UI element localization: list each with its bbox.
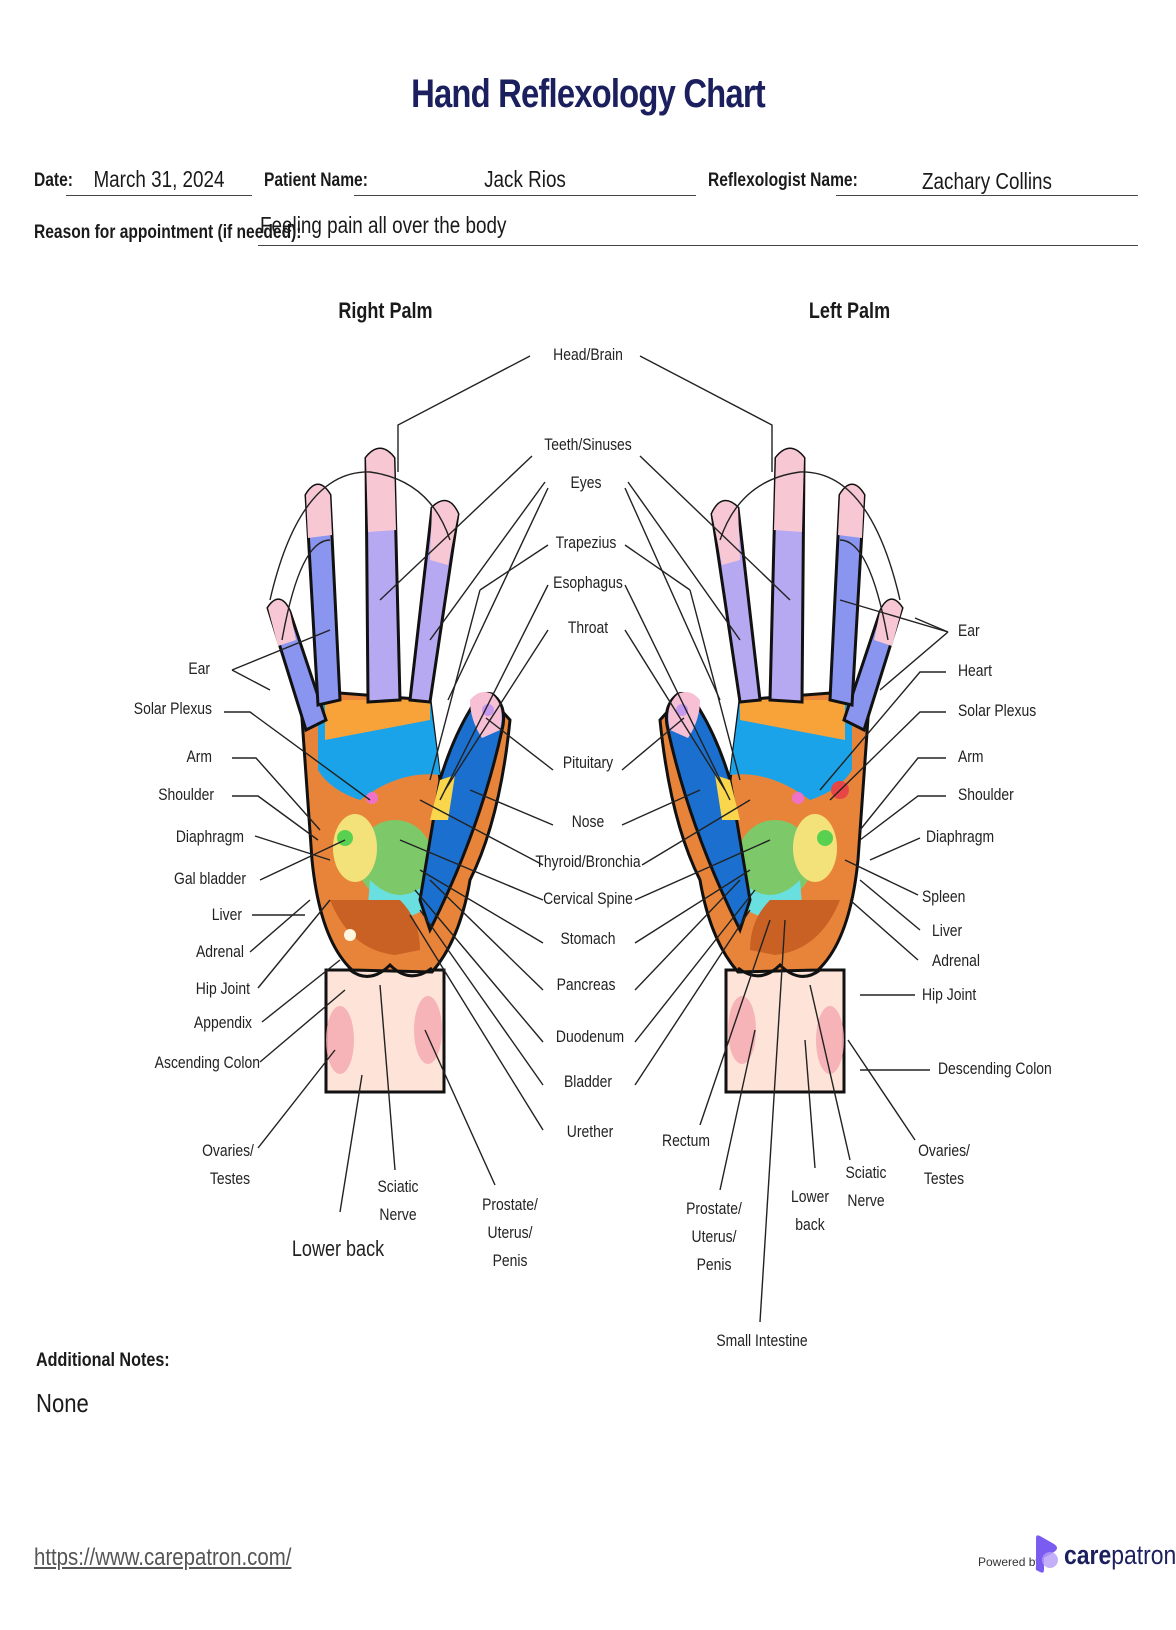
left-hand-illustration [658,447,904,1094]
date-value[interactable]: March 31, 2024 [93,166,225,192]
label-right-nerve: Nerve [379,1206,416,1225]
label-left-ear: Ear [958,622,980,641]
patient-name-label: Patient Name: [264,170,368,191]
label-left-shoulder: Shoulder [958,786,1014,805]
date-underline [66,195,252,196]
carepatron-link[interactable]: https://www.carepatron.com/ [34,1544,292,1571]
reflexologist-name-underline [836,195,1138,196]
brand-patron: patron [1111,1540,1176,1570]
label-eyes: Eyes [571,474,602,493]
label-left-penis: Penis [697,1256,732,1275]
label-left-spleen: Spleen [922,888,965,907]
label-teeth-sinuses: Teeth/Sinuses [544,436,632,455]
carepatron-logo-text: carepatron [1064,1540,1176,1571]
label-left-testes: Testes [924,1170,964,1189]
label-urether: Urether [567,1123,613,1142]
reason-underline [258,245,1138,246]
label-thyroid-bronchia: Thyroid/Bronchia [535,853,641,872]
label-left-back: back [795,1216,825,1235]
label-right-diaphragm: Diaphragm [176,828,244,847]
label-left-rectum: Rectum [662,1132,710,1151]
label-right-liver: Liver [212,906,242,925]
label-right-prostate: Prostate/ [482,1196,538,1215]
left-palm-bottom-labels: Rectum Ovaries/ Testes Sciatic Nerve Low… [662,1132,971,1351]
label-esophagus: Esophagus [553,574,623,593]
label-right-hip-joint: Hip Joint [196,980,251,999]
label-right-penis: Penis [493,1252,528,1271]
label-left-liver: Liver [932,922,962,941]
label-left-sciatic: Sciatic [845,1164,886,1183]
right-palm-bottom-labels: Ovaries/ Testes Sciatic Nerve Lower back… [202,1142,538,1271]
label-right-gall-bladder: Gal bladder [174,870,246,889]
label-right-shoulder: Shoulder [158,786,214,805]
label-left-ovaries: Ovaries/ [918,1142,970,1161]
right-palm-labels: Ear Solar Plexus Arm Shoulder Diaphragm … [134,660,260,1073]
reason-value[interactable]: Feeling pain all over the body [260,212,507,238]
page-title: Hand Reflexology Chart [411,72,766,116]
reflexologist-name-label: Reflexologist Name: [708,170,858,191]
leader-lines [224,355,949,1323]
label-left-arm: Arm [958,748,984,767]
label-right-appendix: Appendix [194,1014,252,1033]
right-hand-illustration [266,447,512,1094]
label-throat: Throat [568,619,609,638]
label-right-sciatic: Sciatic [377,1178,418,1197]
label-right-testes: Testes [210,1170,250,1189]
patient-name-value[interactable]: Jack Rios [484,166,566,192]
brand-care: care [1064,1540,1112,1570]
label-left-lower: Lower [791,1188,829,1207]
label-head-brain: Head/Brain [553,346,623,365]
label-left-solar-plexus: Solar Plexus [958,702,1036,721]
label-left-descending-colon: Descending Colon [938,1060,1052,1079]
additional-notes-value[interactable]: None [36,1388,89,1418]
label-pituitary: Pituitary [563,754,614,773]
label-left-adrenal: Adrenal [932,952,980,971]
label-left-diaphragm: Diaphragm [926,828,994,847]
label-right-ascending-colon: Ascending Colon [155,1054,260,1073]
label-stomach: Stomach [561,930,616,949]
label-right-ovaries: Ovaries/ [202,1142,254,1161]
carepatron-logo-icon [1036,1535,1058,1573]
date-label: Date: [34,170,73,191]
label-trapezius: Trapezius [556,534,617,553]
left-palm-labels: Ear Heart Solar Plexus Arm Shoulder Diap… [922,622,1052,1079]
label-left-hip-joint: Hip Joint [922,986,977,1005]
label-right-lower-back: Lower back [292,1237,385,1261]
label-left-heart: Heart [958,662,993,681]
left-palm-title: Left Palm [808,298,891,323]
label-pancreas: Pancreas [557,976,616,995]
patient-name-underline [354,195,696,196]
label-left-nerve: Nerve [847,1192,884,1211]
label-right-uterus: Uterus/ [488,1224,534,1243]
label-cervical-spine: Cervical Spine [543,890,633,909]
additional-notes-label: Additional Notes: [36,1350,170,1371]
right-palm-title: Right Palm [338,298,433,323]
powered-by-text: Powered by [978,1555,1042,1569]
label-right-ear: Ear [188,660,210,679]
label-duodenum: Duodenum [556,1028,624,1047]
label-nose: Nose [572,813,605,832]
label-right-adrenal: Adrenal [196,943,244,962]
label-bladder: Bladder [564,1073,612,1092]
label-right-solar-plexus: Solar Plexus [134,700,212,719]
label-left-uterus: Uterus/ [692,1228,738,1247]
label-right-arm: Arm [186,748,212,767]
center-labels: Head/Brain Teeth/Sinuses Eyes Trapezius … [535,346,641,1142]
reflexologist-name-value[interactable]: Zachary Collins [922,168,1052,194]
label-left-prostate: Prostate/ [686,1200,742,1219]
label-small-intestine: Small Intestine [716,1332,807,1351]
reason-label: Reason for appointment (if needed): [34,222,302,243]
